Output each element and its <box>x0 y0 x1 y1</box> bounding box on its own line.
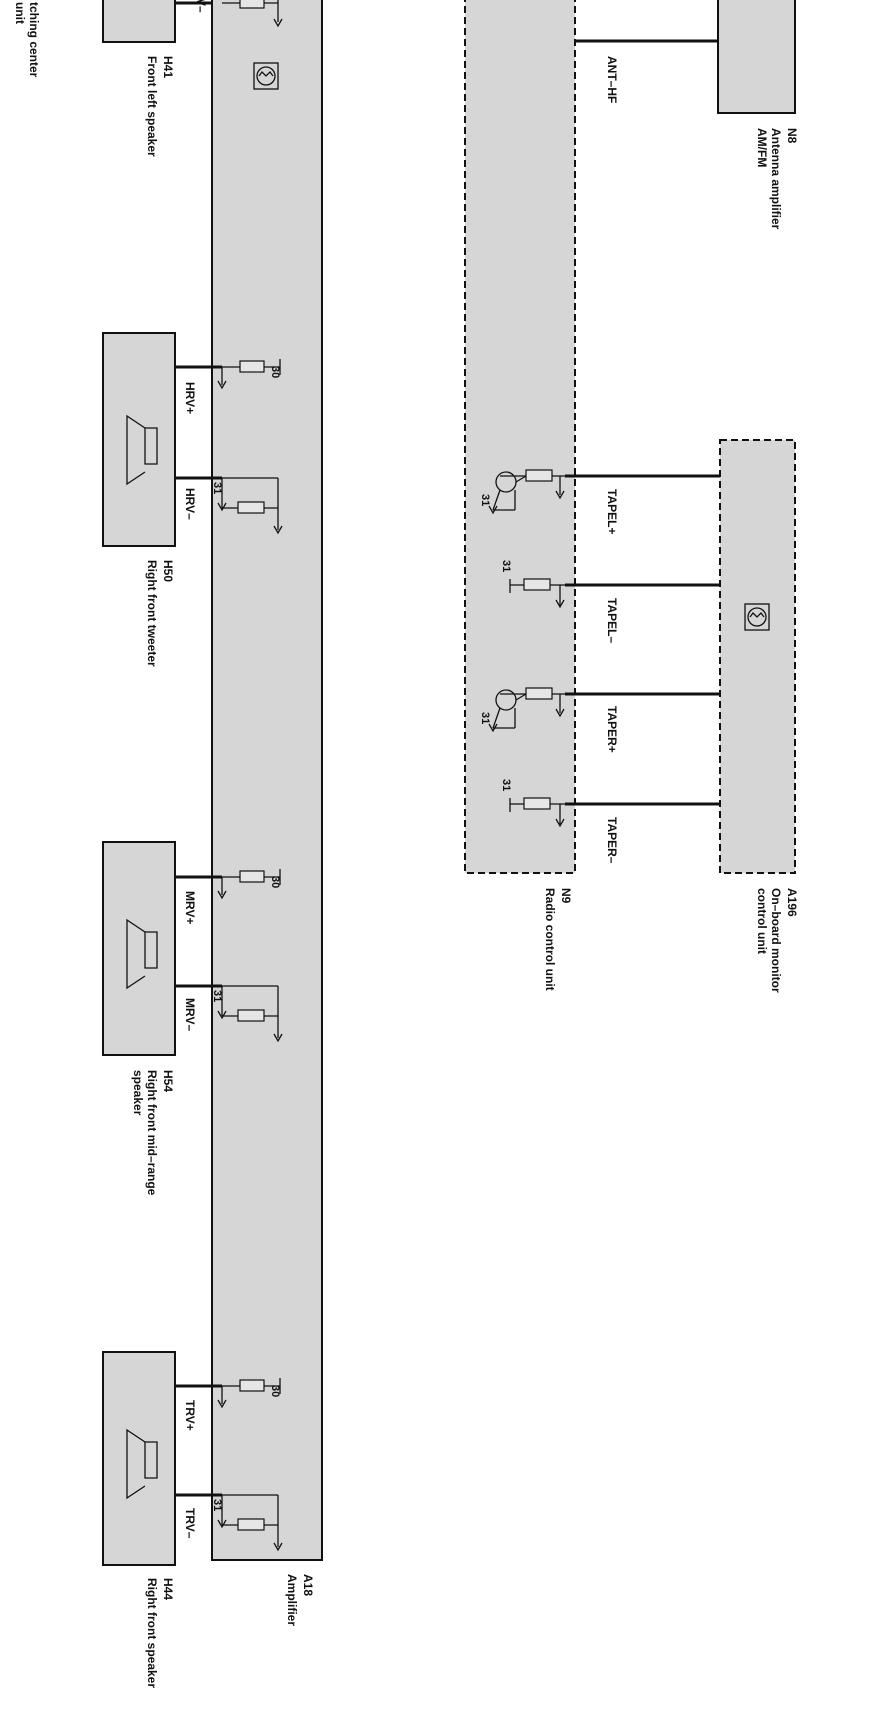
speaker-h54-icon <box>126 918 158 990</box>
amp-circuit-30 <box>217 359 281 1409</box>
monitor-icon <box>744 603 770 631</box>
h54-code: H54 <box>161 1070 175 1092</box>
h44-name: Right front speaker <box>145 1578 159 1688</box>
wire-label-ant-hf: ANT–HF <box>605 56 619 103</box>
partial-label-line1: tching center <box>27 2 41 78</box>
n9-code: N9 <box>559 888 573 904</box>
h50-name: Right front tweeter <box>145 560 159 667</box>
pin-30-mrv: 30 <box>269 876 281 888</box>
h54-name2: speaker <box>131 1070 145 1116</box>
pin-31-tapel-plus: 31 <box>479 494 491 506</box>
amp-circuit-31 <box>217 0 283 1552</box>
pin-31-mrv: 31 <box>211 990 223 1002</box>
pin-30-hrv: 30 <box>269 366 281 378</box>
wire-labels: V– HRV+ HRV– MRV+ MRV– TRV+ TRV– ANT–HF … <box>183 0 619 1539</box>
wire-label-hrv-minus: HRV– <box>183 488 197 520</box>
partial-label-line2: unit <box>13 2 27 24</box>
a196-name2: control unit <box>755 888 769 954</box>
h50-code: H50 <box>161 560 175 582</box>
wire-label-mrv-minus: MRV– <box>183 998 197 1031</box>
a18-name: Amplifier <box>285 1574 299 1626</box>
speaker-h50-icon <box>126 414 158 486</box>
speaker-wires <box>175 1 222 1497</box>
pin-31-trv: 31 <box>211 1499 223 1511</box>
pin-31-tapel-minus: 31 <box>500 560 512 572</box>
a196-code: A196 <box>785 888 799 917</box>
wire-label-tapel-minus: TAPEL– <box>605 598 619 643</box>
amplifier-monitor-icon <box>253 62 279 90</box>
wire-label-mrv-plus: MRV+ <box>183 891 197 924</box>
pin-31-taper-plus: 31 <box>479 712 491 724</box>
a196-name: On–board monitor <box>769 888 783 993</box>
speaker-h41 <box>102 0 176 43</box>
radio-circuits <box>488 469 565 828</box>
amplifier-box <box>211 0 323 1561</box>
n9-name: Radio control unit <box>543 888 557 991</box>
speaker-h44 <box>102 1351 176 1566</box>
wire-label-trv-minus: TRV– <box>183 1508 197 1539</box>
pin-31-taper-minus: 31 <box>500 779 512 791</box>
component-labels: tching center unit H41 Front left speake… <box>13 2 799 1688</box>
h54-name: Right front mid–range <box>145 1070 159 1196</box>
pin-labels: 30 31 30 31 30 31 31 31 31 31 <box>211 366 512 1511</box>
wire-label-taper-plus: TAPER+ <box>605 706 619 753</box>
speaker-h54 <box>102 841 176 1056</box>
wire-label-hrv-plus: HRV+ <box>183 382 197 414</box>
pin-30-trv: 30 <box>269 1385 281 1397</box>
radio-wires <box>565 39 720 806</box>
n8-code: N8 <box>785 128 799 144</box>
radio-control-unit-box <box>464 0 576 874</box>
h44-code: H44 <box>161 1578 175 1600</box>
antenna-amplifier-box <box>717 0 796 114</box>
wire-label-trv-plus: TRV+ <box>183 1400 197 1431</box>
wire-label-tapel-plus: TAPEL+ <box>605 489 619 534</box>
h41-code: H41 <box>161 56 175 78</box>
a18-code: A18 <box>301 1574 315 1596</box>
speaker-h50 <box>102 332 176 547</box>
pin-31-hrv: 31 <box>211 482 223 494</box>
n8-name: Antenna amplifier <box>769 128 783 230</box>
wire-label-taper-minus: TAPER– <box>605 817 619 864</box>
h41-name: Front left speaker <box>145 56 159 157</box>
onboard-monitor-box <box>719 439 796 874</box>
wire-label-top-cut: V– <box>194 0 208 13</box>
n8-name2: AM/FM <box>755 128 769 167</box>
speaker-h44-icon <box>126 1428 158 1500</box>
